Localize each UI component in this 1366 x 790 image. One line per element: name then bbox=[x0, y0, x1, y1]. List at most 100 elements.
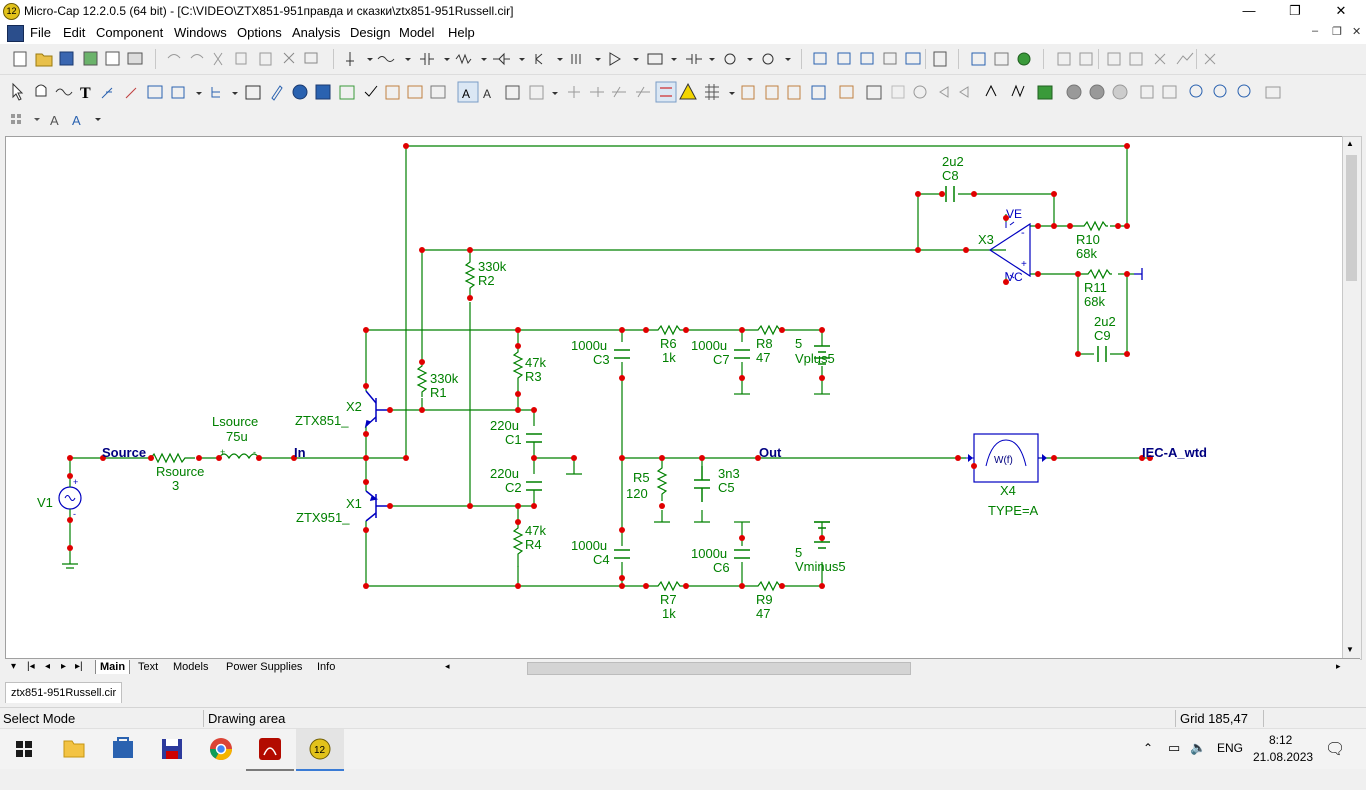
label-x4-name: X4 bbox=[1000, 483, 1016, 498]
microsoft-store-icon[interactable] bbox=[99, 729, 147, 769]
file-explorer-icon[interactable] bbox=[50, 729, 98, 769]
clock-date[interactable]: 21.08.2023 bbox=[1253, 750, 1314, 764]
label-c5-name: C5 bbox=[718, 480, 735, 495]
menu-edit[interactable]: Edit bbox=[63, 25, 86, 40]
svg-text:A: A bbox=[483, 87, 491, 101]
restore-button[interactable]: ❐ bbox=[1289, 3, 1301, 18]
mdi-restore-icon[interactable]: ❐ bbox=[1332, 26, 1342, 38]
format-toolbar-icons[interactable]: A A bbox=[0, 106, 120, 134]
sheet-tabs-bar: ▾ |◂ ◂ ▸ ▸| Main Text Models Power Suppl… bbox=[5, 658, 1360, 676]
label-v1: V1 bbox=[37, 495, 53, 510]
status-mode: Select Mode bbox=[0, 710, 204, 727]
window-title: Micro-Cap 12.2.0.5 (64 bit) - [C:\VIDEO\… bbox=[24, 4, 514, 18]
status-grid: Grid 185,47 bbox=[1177, 710, 1264, 727]
taskbar: 12 ⌃ ▭ 🔈 ENG 8:12 21.08.2023 🗨 bbox=[0, 728, 1366, 771]
battery-icon[interactable]: ▭ bbox=[1168, 740, 1181, 755]
transistor-x1[interactable] bbox=[365, 490, 390, 522]
tab-main[interactable]: Main bbox=[95, 660, 131, 674]
chrome-icon[interactable] bbox=[197, 729, 245, 769]
vertical-scrollbar[interactable]: ▲ ▼ bbox=[1342, 136, 1362, 660]
svg-text:-: - bbox=[73, 509, 76, 519]
tab-power-supplies[interactable]: Power Supplies bbox=[226, 661, 303, 673]
acrobat-icon[interactable] bbox=[246, 729, 294, 771]
tab-dropdown-icon[interactable]: ▾ bbox=[11, 661, 17, 672]
opamp-x3[interactable]: - + bbox=[988, 221, 1031, 279]
label-vminus-value: 5 bbox=[795, 545, 802, 560]
label-r9-value: 47 bbox=[756, 606, 770, 621]
menu-file[interactable]: File bbox=[30, 25, 51, 40]
minimize-button[interactable]: — bbox=[1242, 3, 1256, 18]
volume-icon[interactable]: 🔈 bbox=[1190, 740, 1207, 755]
windows-start-icon[interactable] bbox=[0, 729, 48, 769]
main-toolbar-icons[interactable] bbox=[0, 44, 1366, 74]
label-r3-name: R3 bbox=[525, 369, 542, 384]
tab-prev-icon[interactable]: ◂ bbox=[45, 661, 51, 672]
voltage-source-v1[interactable]: + - bbox=[58, 476, 82, 520]
menu-windows[interactable]: Windows bbox=[174, 25, 227, 40]
grounds bbox=[62, 393, 830, 569]
label-c4-name: C4 bbox=[593, 552, 610, 567]
language-indicator[interactable]: ENG bbox=[1217, 741, 1244, 755]
scroll-up-icon[interactable]: ▲ bbox=[1346, 139, 1354, 148]
net-label-iec[interactable]: IEC-A_wtd bbox=[1142, 445, 1207, 460]
horizontal-scrollbar[interactable]: ◂ ▸ bbox=[443, 661, 1349, 675]
tab-first-icon[interactable]: |◂ bbox=[27, 661, 35, 672]
mdi-close-icon[interactable]: ✕ bbox=[1352, 26, 1362, 38]
label-r8-name: R8 bbox=[756, 336, 773, 351]
notifications-icon[interactable]: 🗨 bbox=[1325, 741, 1346, 758]
svg-text:A: A bbox=[72, 113, 81, 128]
label-c7-value: 1000u bbox=[691, 338, 727, 353]
scroll-down-icon[interactable]: ▼ bbox=[1346, 645, 1354, 654]
tray-chevron-icon[interactable]: ⌃ bbox=[1143, 741, 1154, 755]
svg-text:A: A bbox=[462, 87, 470, 101]
document-tab[interactable]: ztx851-951Russell.cir bbox=[5, 682, 123, 703]
close-button[interactable]: ✕ bbox=[1335, 3, 1347, 18]
edit-toolbar-icons[interactable]: T A A bbox=[0, 78, 1366, 106]
label-r6-name: R6 bbox=[660, 336, 677, 351]
label-c9-value: 2u2 bbox=[1094, 314, 1116, 329]
net-label-in[interactable]: In bbox=[294, 445, 306, 460]
label-lsource-name: Lsource bbox=[212, 414, 258, 429]
menu-options[interactable]: Options bbox=[237, 25, 282, 40]
schematic-drawing[interactable]: + - + - - + bbox=[6, 137, 1342, 659]
scroll-left-icon[interactable]: ◂ bbox=[445, 661, 450, 671]
menu-analysis[interactable]: Analysis bbox=[292, 25, 341, 40]
transistor-x2[interactable] bbox=[364, 390, 390, 429]
net-label-source[interactable]: Source bbox=[102, 445, 146, 460]
menu-design[interactable]: Design bbox=[350, 25, 391, 40]
label-r11-value: 68k bbox=[1084, 294, 1105, 309]
label-ve: VE bbox=[1006, 207, 1022, 221]
label-x1-model: ZTX951_ bbox=[296, 510, 350, 525]
net-label-out[interactable]: Out bbox=[759, 445, 782, 460]
menu-model[interactable]: Model bbox=[399, 25, 435, 40]
tab-text[interactable]: Text bbox=[138, 661, 159, 673]
tab-info[interactable]: Info bbox=[317, 661, 336, 673]
vertical-scroll-thumb[interactable] bbox=[1346, 155, 1357, 281]
probe-marker bbox=[1134, 268, 1143, 280]
filter-x4[interactable]: W(f) bbox=[966, 433, 1047, 483]
svg-text:+: + bbox=[1021, 259, 1027, 270]
label-c5-value: 3n3 bbox=[718, 466, 740, 481]
label-x4-type: TYPE=A bbox=[988, 503, 1039, 518]
tab-models[interactable]: Models bbox=[173, 661, 209, 673]
menu-component[interactable]: Component bbox=[96, 25, 164, 40]
menu-help[interactable]: Help bbox=[448, 25, 475, 40]
schematic-canvas[interactable]: + - + - - + bbox=[5, 136, 1343, 660]
scroll-right-icon[interactable]: ▸ bbox=[1336, 661, 1341, 671]
clock-time[interactable]: 8:12 bbox=[1269, 733, 1293, 747]
mdi-minimize-icon[interactable]: – bbox=[1312, 25, 1319, 37]
wires bbox=[69, 145, 1150, 587]
tab-next-icon[interactable]: ▸ bbox=[61, 661, 67, 672]
label-vc: VC bbox=[1006, 270, 1023, 284]
label-r7-value: 1k bbox=[662, 606, 676, 621]
save-app-icon[interactable] bbox=[148, 729, 196, 769]
label-x2-model: ZTX851_ bbox=[295, 413, 349, 428]
document-icon[interactable] bbox=[7, 25, 24, 42]
label-c6-name: C6 bbox=[713, 560, 730, 575]
label-c1-name: C1 bbox=[505, 432, 522, 447]
horizontal-scroll-thumb[interactable] bbox=[527, 662, 911, 675]
label-r3-value: 47k bbox=[525, 355, 546, 370]
tab-last-icon[interactable]: ▸| bbox=[75, 661, 83, 672]
micro-cap-taskbar-icon[interactable]: 12 bbox=[296, 729, 344, 771]
label-c6-value: 1000u bbox=[691, 546, 727, 561]
